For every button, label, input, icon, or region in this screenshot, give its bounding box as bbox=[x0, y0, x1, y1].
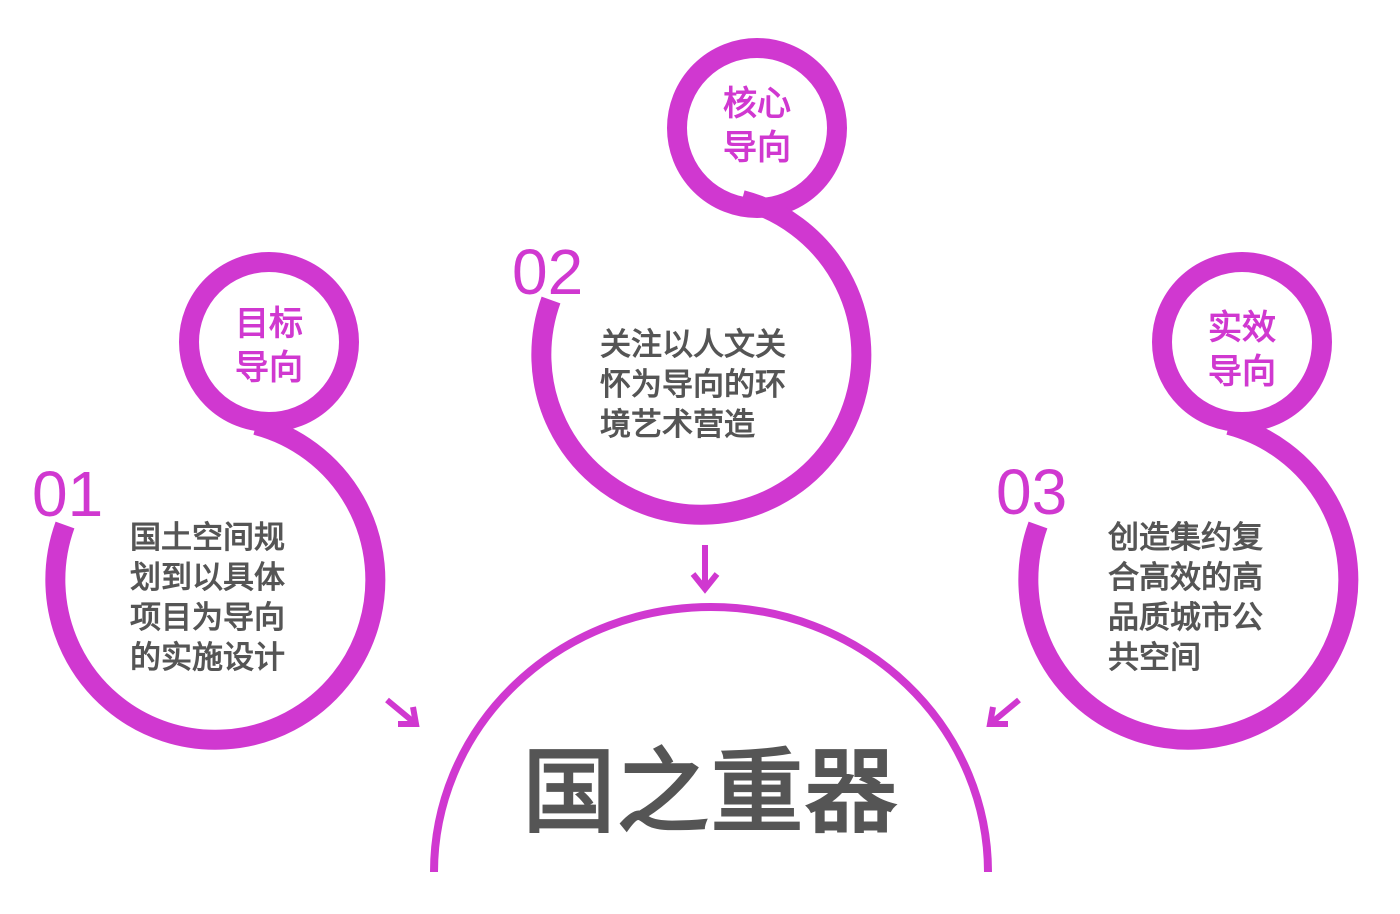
number-02: 02 bbox=[512, 236, 584, 308]
body-text-01: 国土空间规划到以具体项目为导向的实施设计 bbox=[130, 520, 285, 676]
arrow-right-down-icon bbox=[385, 697, 420, 727]
main-title: 国之重器 bbox=[522, 739, 899, 846]
item-02-rings bbox=[531, 38, 872, 525]
head-label-01: 目标导向 bbox=[235, 304, 303, 388]
main-arc bbox=[430, 603, 992, 873]
number-03: 03 bbox=[996, 456, 1068, 528]
item-03-rings bbox=[1018, 252, 1359, 750]
item-01-rings bbox=[45, 252, 386, 750]
body-text-02: 关注以人文关怀为导向的环境艺术营造 bbox=[600, 327, 786, 443]
arrow-left-down-icon bbox=[986, 697, 1021, 727]
arrow-down-icon bbox=[690, 545, 720, 594]
body-ring-01 bbox=[45, 415, 386, 750]
body-text-03: 创造集约复合高效的高品质城市公共空间 bbox=[1108, 520, 1263, 676]
head-label-02: 核心导向 bbox=[723, 84, 791, 168]
head-label-03: 实效导向 bbox=[1208, 308, 1276, 392]
number-01: 01 bbox=[32, 458, 104, 530]
body-ring-03 bbox=[1018, 415, 1359, 750]
body-ring-02 bbox=[531, 190, 872, 525]
